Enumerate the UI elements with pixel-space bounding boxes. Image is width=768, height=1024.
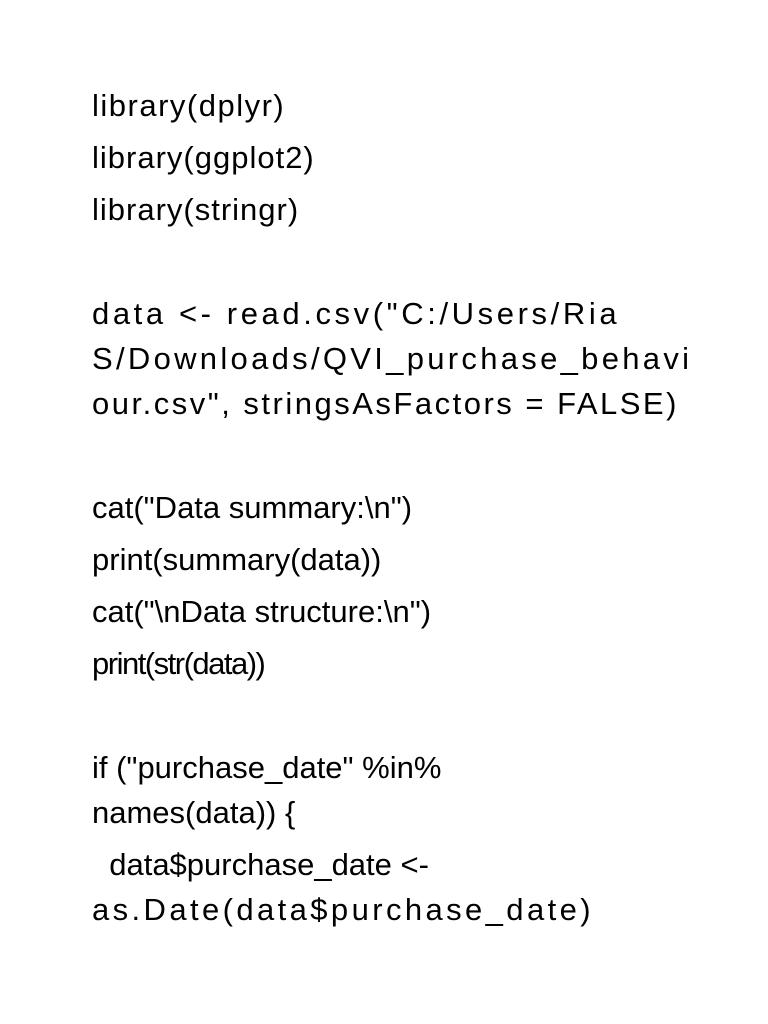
code-line: cat("\nData structure:\n") bbox=[92, 594, 432, 629]
code-line: if ("purchase_date" %in% bbox=[92, 750, 442, 785]
code-line: as.Date(data$purchase_date) bbox=[92, 892, 594, 927]
code-line: print(summary(data)) bbox=[92, 542, 382, 577]
code-line: cat("Data summary:\n") bbox=[92, 490, 413, 525]
code-line: print(str(data)) bbox=[92, 646, 266, 681]
code-line: data$purchase_date <- bbox=[92, 847, 429, 882]
code-line: S/Downloads/QVI_purchase_behavi bbox=[92, 341, 693, 376]
code-line: library(stringr) bbox=[92, 192, 300, 227]
code-line: library(ggplot2) bbox=[92, 140, 315, 175]
blank-line bbox=[92, 239, 708, 284]
code-line: names(data)) { bbox=[92, 795, 296, 830]
code-line: data <- read.csv("C:/Users/Ria bbox=[92, 296, 621, 331]
code-line: our.csv", stringsAsFactors = FALSE) bbox=[92, 386, 679, 421]
blank-line bbox=[92, 433, 708, 478]
blank-line bbox=[92, 693, 708, 738]
code-line: library(dplyr) bbox=[92, 88, 286, 123]
